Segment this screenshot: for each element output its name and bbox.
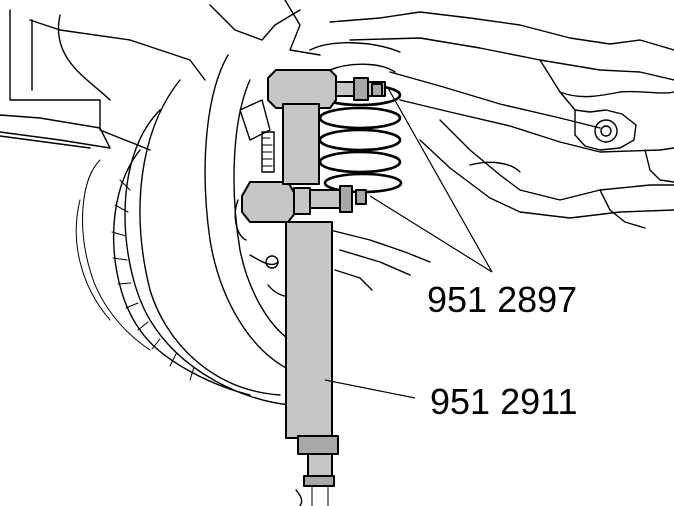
tyre-line-art [75,54,291,406]
fender-line-art [0,0,321,151]
callout-leaders [324,87,493,399]
callout-951-2911: 951 2911 [430,381,577,422]
control-arm-line-art [329,11,674,291]
spring-compressor-tool [282,103,339,506]
callout-951-2897: 951 2897 [427,279,577,320]
brake-hub-line-art [234,99,311,298]
upper-spring-hook-bracket [267,69,386,109]
lower-spring-hook-bracket [241,181,367,223]
coil-spring [309,42,403,194]
